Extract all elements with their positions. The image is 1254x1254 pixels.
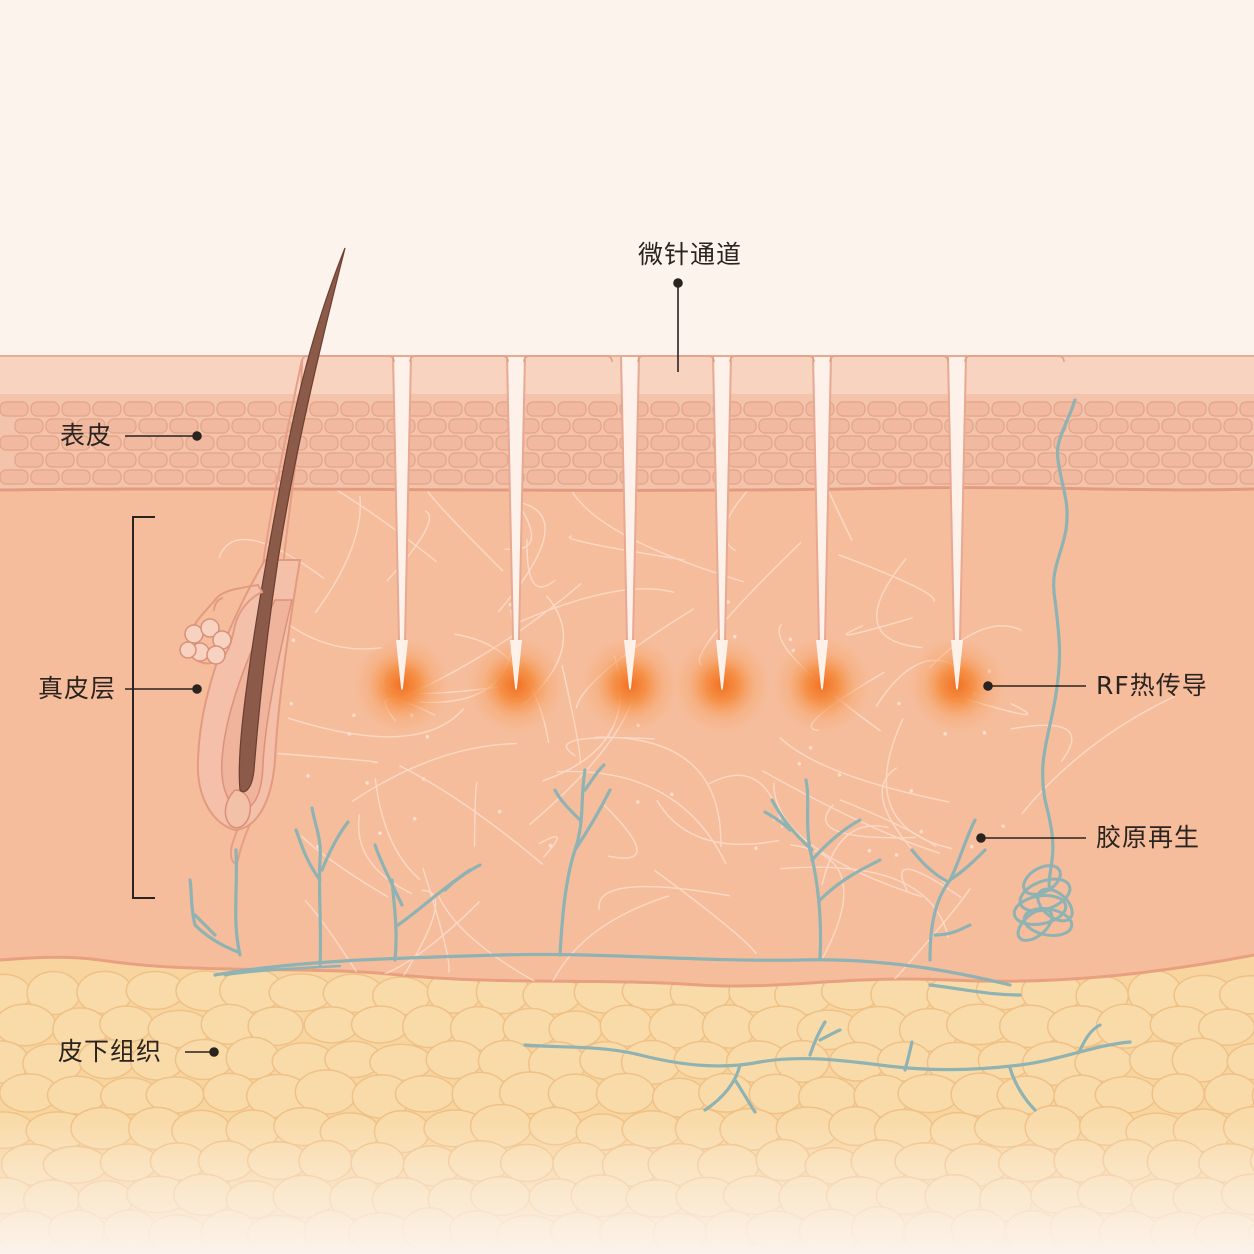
sweat-gland-coil (1012, 864, 1074, 942)
sebaceous-gland (179, 618, 232, 665)
label-subcutaneous: 皮下组织 (58, 1037, 163, 1066)
label-rf-heat: RF热传导 (1096, 671, 1208, 700)
subcutaneous-fat-layer (0, 955, 1254, 1254)
leader-lines (125, 278, 1086, 1057)
label-collagen: 胶原再生 (1096, 823, 1201, 852)
rf-heat-spots (354, 637, 1005, 733)
label-dermis: 真皮层 (38, 674, 117, 703)
hair-follicle (179, 247, 346, 865)
label-epidermis: 表皮 (60, 421, 113, 450)
blood-vessels (188, 398, 1132, 1114)
label-microchannel: 微针通道 (638, 240, 743, 269)
